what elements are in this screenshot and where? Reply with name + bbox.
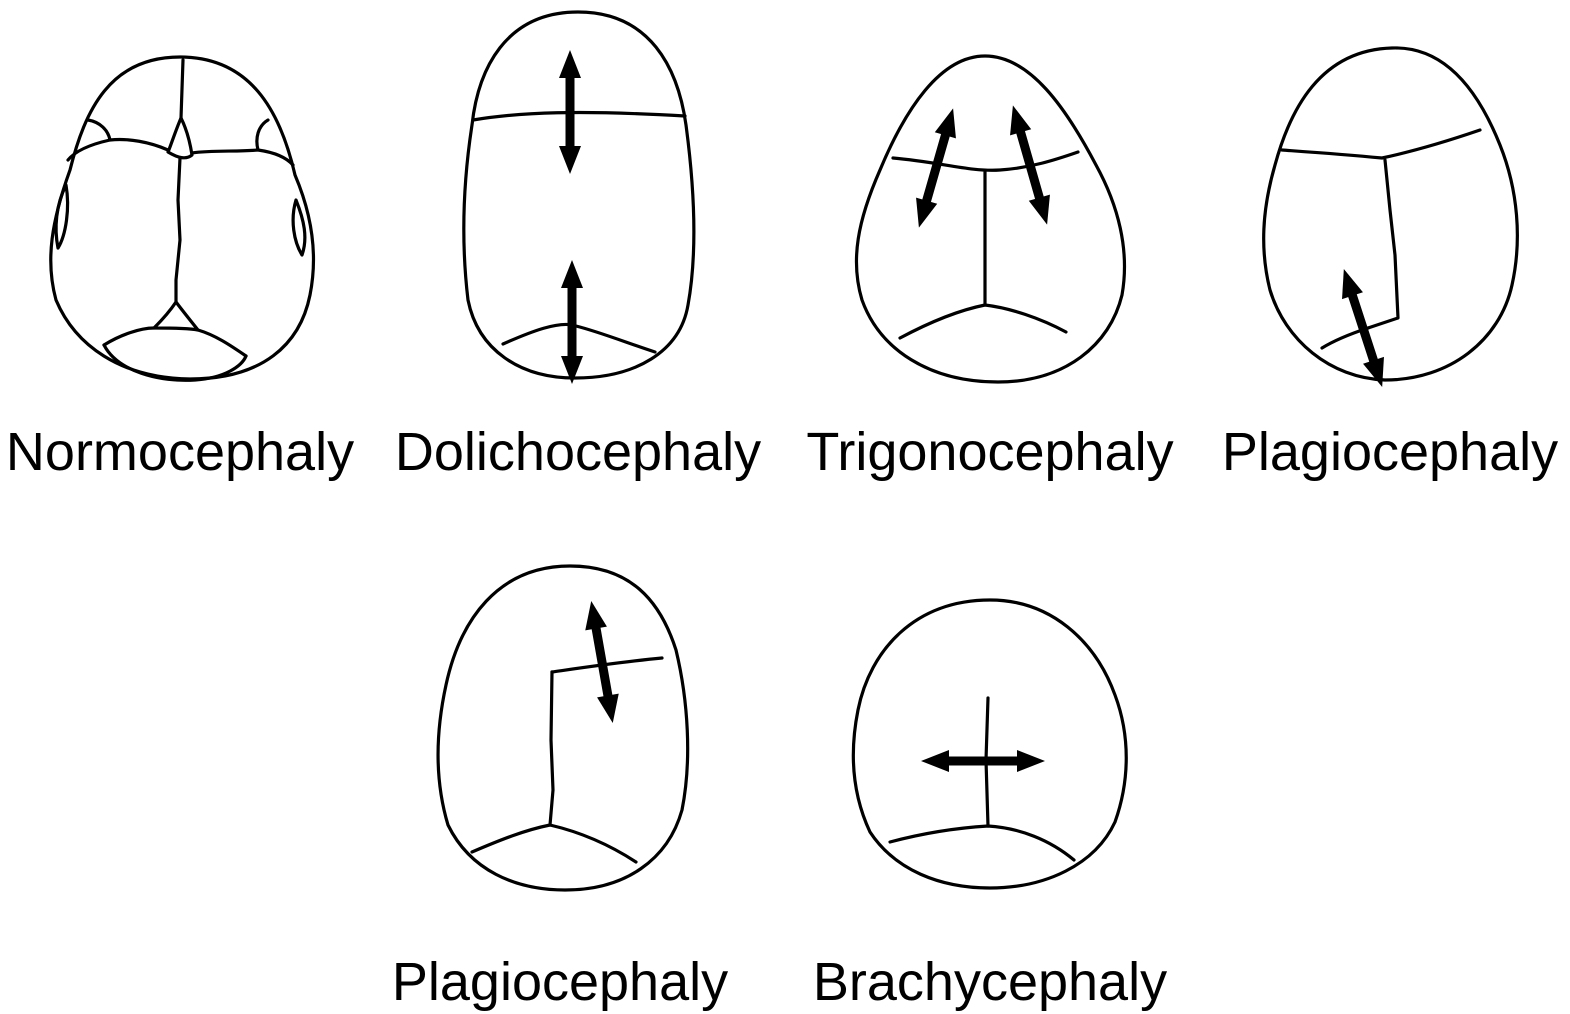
skull-plagiocephaly-top [1262,46,1519,390]
caption-brachycephaly: Brachycephaly [813,952,1167,1012]
lambdoid-suture [102,326,248,358]
posterior-fontanelle [152,300,200,332]
caption-plagiocephaly-bottom: Plagiocephaly [392,952,728,1012]
caption-trigonocephaly: Trigonocephaly [806,422,1173,482]
caption-dolichocephaly: Dolichocephaly [395,422,761,482]
right-temporal-fontanelle [291,198,307,257]
skull-brachycephaly [851,598,1128,890]
skull-plagiocephaly-bottom [436,564,690,892]
skull-trigonocephaly [854,54,1127,384]
occipital-bone [102,343,248,382]
double-headed-arrow-icon [1002,102,1057,227]
coronal-suture-right [190,118,270,155]
caption-plagiocephaly-top: Plagiocephaly [1222,422,1558,482]
lambdoid-suture [470,823,638,864]
lambdoid-suture [501,322,657,354]
skull-outline [854,54,1127,384]
right-bone-edge [256,148,295,167]
coronal-suture [891,150,1080,172]
coronal-suture [1280,128,1482,160]
left-bone-edge [66,138,112,162]
anterior-fontanelle [166,116,194,160]
lambdoid-suture [888,824,1076,862]
skull-normocephaly [49,55,316,382]
double-headed-arrow-icon [921,750,1045,772]
double-headed-arrow-icon [561,260,583,384]
sagittal-suture [174,156,182,304]
caption-normocephaly: Normocephaly [6,422,354,482]
left-temporal-fontanelle [54,183,70,250]
skull-outline [436,564,690,892]
metopic-suture [179,58,185,120]
skull-dolichocephaly [462,10,696,384]
skull-outline [1262,46,1519,382]
skull-outline [851,598,1128,890]
skull-outline [462,10,696,380]
lambdoid-suture [898,303,1068,340]
sagittal-suture [548,670,555,827]
coronal-suture [471,110,687,122]
coronal-suture-left [86,118,170,152]
sagittal-suture [1366,158,1400,330]
